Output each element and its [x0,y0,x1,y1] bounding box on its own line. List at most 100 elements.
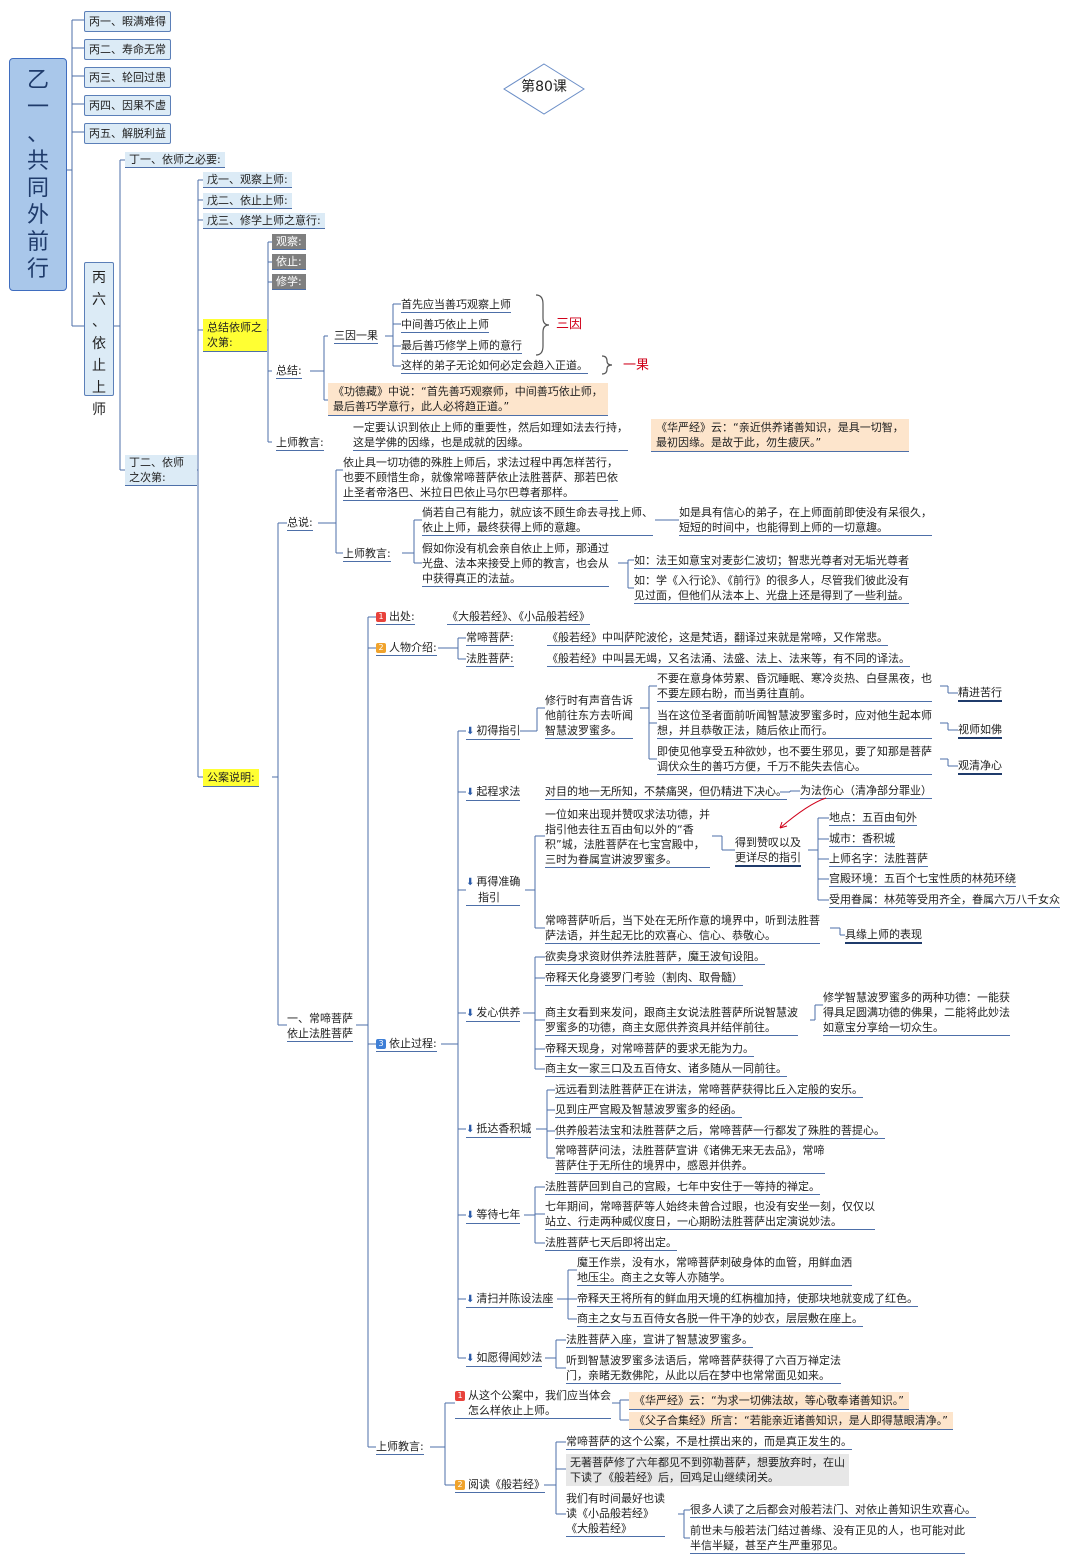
node-step-8[interactable]: ⬇如愿得闻妙法 [466,1350,543,1367]
text-step-7a[interactable]: 魔王作祟，没有水，常啼菩萨刺破身体的血管，用鲜血洒地压尘。商主之女等人亦随学。 [577,1256,852,1286]
text-step-3[interactable]: 一位如来出现并赞叹求法功德，并指引他去往五百由旬以外的“香积”城，法胜菩萨在七宝… [545,808,710,868]
brace-icon [535,294,550,356]
text-summary-jiaoyan[interactable]: 一定要认识到依止上师的重要性，然后如理如法去行持，这是学佛的因缘，也是成就的因缘… [353,421,628,451]
text-step-4e[interactable]: 商主女一家三口及五百侍女、诸多随从一同前往。 [545,1062,787,1077]
node-step-3-guide[interactable]: 得到赞叹以及更详尽的指引 [735,835,801,867]
text-step-3e[interactable]: 常啼菩萨听后，当下处在无所作意的境界中，听到法胜菩萨法语，并生起无比的欢喜心、信… [545,914,820,944]
node-case-changti[interactable]: 一、常啼菩萨依止法胜菩萨 [287,1012,353,1042]
node-step-7[interactable]: ⬇清扫并陈设法座 [466,1291,554,1308]
node-zongjie[interactable]: 总结: [276,364,302,379]
text-step-6b[interactable]: 七年期间，常啼菩萨等人始终未曾合过眼，也没有安坐一刻，仅仅以站立、行走两种威仪度… [545,1200,875,1230]
tag-shishirufo[interactable]: 视师如佛 [958,722,1002,739]
node-step-3[interactable]: ⬇再得准确指引 [466,875,521,906]
root-node-yi-yi[interactable]: 乙一、共同外前行 [9,58,67,291]
node-bing-2[interactable]: 丙二、寿命无常 [84,39,171,60]
text-fasheng[interactable]: 《般若经》中叫昙无竭，又名法涌、法盛、法上、法来等，有不同的译法。 [547,652,910,667]
text-zongshuo[interactable]: 依止具一切功德的殊胜上师后，求法过程中再怎样苦行，也要不顾惜生命，就像常啼菩萨依… [343,456,618,501]
text-step-2[interactable]: 对目的地一无所知，不禁痛哭，但仍精进下决心。 [545,785,787,800]
node-sanyin-3[interactable]: 最后善巧修学上师的意行 [401,339,522,354]
node-wu-2[interactable]: 戊二、依止上师: [203,193,292,209]
node-bing-1[interactable]: 丙一、暇满难得 [84,11,171,32]
detail-retinue[interactable]: 受用眷属：林苑等受用齐全，眷属六万八千女众 [829,893,1060,908]
text-step-4b[interactable]: 帝释天化身婆罗门考验（割肉、取骨髓） [545,971,743,986]
quote-huayanjing[interactable]: 《华严经》云：“亲近供养诸善知识，是具一切智，最初因缘。是故于此，勿生疲厌。” [651,419,909,452]
text-step-7c[interactable]: 商主之女与五百侍女各脱一件干净的妙衣，层层敷在座上。 [577,1312,863,1327]
text-step-4d[interactable]: 帝释天现身，对常啼菩萨的要求无能为力。 [545,1042,754,1057]
node-gongan[interactable]: 公案说明: [203,769,259,787]
node-step-2[interactable]: ⬇起程求法 [466,784,521,801]
tag-juyuan[interactable]: 具缘上师的表现 [845,927,922,944]
text-step-5b[interactable]: 见到庄严宫殿及智慧波罗蜜多的经函。 [555,1103,742,1118]
node-fasheng[interactable]: 法胜菩萨: [466,652,514,667]
tag-jingjin[interactable]: 精进苦行 [958,685,1002,702]
text-step-4c[interactable]: 商主女看到来发问，跟商主女说法胜菩萨所说智慧波罗蜜多的功德，商主女愿供养资具并结… [545,1006,798,1036]
node-yiguo[interactable]: 这样的弟子无论如何必定会趋入正道。 [401,359,588,374]
quote-gongdezang[interactable]: 《功德藏》中说：“首先善巧观察师，中间善巧依止师，最后善巧学意行，此人必将趋正道… [328,383,608,416]
text-changti[interactable]: 《般若经》中叫萨陀波伦，这是梵语，翻译过来就是常啼，又作常悲。 [547,631,888,646]
node-sanyin-2[interactable]: 中间善巧依止上师 [401,318,489,333]
node-gongan-jiaoyan[interactable]: 上师教言: [343,547,391,562]
text-source[interactable]: 《大般若经》、《小品般若经》 [447,610,590,625]
text-teach-2a[interactable]: 常啼菩萨的这个公案，不是杜撰出来的，而是真正发生的。 [566,1435,852,1450]
text-step-8a[interactable]: 法胜菩萨入座，宣讲了智慧波罗蜜多。 [566,1333,753,1348]
node-summary-jiaoyan[interactable]: 上师教言: [276,436,324,451]
text-jiaoyan-1[interactable]: 倘若自己有能力，就应该不顾生命去寻找上师、依止上师，最终获得上师的意趣。 [422,506,653,536]
detail-city[interactable]: 城市：香积城 [829,832,895,847]
node-sanyin-yiguo[interactable]: 三因一果 [334,329,378,344]
text-teach-2b[interactable]: 无著菩萨修了六年都见不到弥勒菩萨，想要放弃时，在山下读了《般若经》后，回鸡足山继… [566,1454,849,1486]
text-jiaoyan-1b[interactable]: 如是具有信心的弟子，在上师面前即使没有呆很久，短短的时间中，也能得到上师的一切意… [679,506,932,536]
note-weifa[interactable]: 为法伤心（清净部分罪业） [800,784,932,799]
node-zongshuo[interactable]: 总说: [287,516,313,531]
text-step-1a[interactable]: 不要在意身体劳累、昏沉睡眠、寒冷炎热、白昼黑夜，也不要左顾右盼，而当勇往直前。 [657,672,932,702]
node-guancha[interactable]: 观察: [272,234,306,250]
node-step-5[interactable]: ⬇抵达香积城 [466,1121,532,1138]
detail-location[interactable]: 地点：五百由旬外 [829,811,917,826]
text-teach-2ca[interactable]: 很多人读了之后都会对般若法门、对依止善知识生欢喜心。 [690,1503,976,1518]
text-step-5c[interactable]: 供养般若法宝和法胜菩萨之后，常啼菩萨一行都发了殊胜的菩提心。 [555,1124,885,1139]
detail-palace[interactable]: 宫殿环境：五百个七宝性质的林苑环绕 [829,872,1016,887]
quote-huayan-2[interactable]: 《华严经》云：“为求一切佛法故，等心敬奉诸善知识。” [629,1392,909,1410]
detail-teacher[interactable]: 上师名字：法胜菩萨 [829,852,928,867]
text-step-7b[interactable]: 帝释天王将所有的鲜血用天境的红栴檀加持，使那块地就变成了红色。 [577,1292,918,1307]
node-yizhi[interactable]: 依止: [272,254,306,270]
text-step-1c[interactable]: 即使见他享受五种欲妙，也不要生邪见，要了知那是菩萨调伏众生的善巧方便，千万不能失… [657,745,932,775]
node-step-1[interactable]: ⬇初得指引 [466,723,521,740]
node-sanyin-1[interactable]: 首先应当善巧观察上师 [401,298,511,313]
node-step-6[interactable]: ⬇等待七年 [466,1207,521,1224]
node-step-4[interactable]: ⬇发心供养 [466,1005,521,1022]
node-bing-5[interactable]: 丙五、解脱利益 [84,123,171,144]
text-step-1b[interactable]: 当在这位圣者面前听闻智慧波罗蜜多时，应对他生起本师想，并且恭敬正法，随后依止而行… [657,709,932,739]
node-bing-6[interactable]: 丙六、依止上师 [84,262,114,418]
node-xiuxue[interactable]: 修学: [272,274,306,290]
node-wu-1[interactable]: 戊一、观察上师: [203,172,292,188]
text-teach-2cb[interactable]: 前世未与般若法门结过善缘、没有正见的人，也可能对此半信半疑，甚至产生严重邪见。 [690,1524,965,1554]
text-step-5d[interactable]: 常啼菩萨问法，法胜菩萨宣讲《诸佛无来无去品》，常啼菩萨住于无所住的境界中，感恩并… [555,1144,825,1174]
text-jiaoyan-2a[interactable]: 如：法王如意宝对麦彭仁波切；智悲光尊者对无垢光尊者 [634,554,909,569]
text-step-4a[interactable]: 欲卖身求资财供养法胜菩萨，魔王波旬设阻。 [545,950,765,965]
node-bing-3[interactable]: 丙三、轮回过患 [84,67,171,88]
text-step-8b[interactable]: 听到智慧波罗蜜多法语后，常啼菩萨获得了六百万禅定法门，亲睹无数佛陀，从此以后在梦… [566,1354,841,1384]
brace-small-icon [601,355,613,375]
text-teach-2c[interactable]: 我们有时间最好也读读《小品般若经》《大般若经》 [566,1492,665,1537]
node-wu-3[interactable]: 戊三、修学上师之意行: [203,213,325,229]
text-step-6c[interactable]: 法胜菩萨七天后即将出定。 [545,1236,677,1251]
text-jiaoyan-2[interactable]: 假如你没有机会亲自依止上师，那通过光盘、法本来接受上师的教言，也会从中获得真正的… [422,542,609,587]
quote-fuzi[interactable]: 《父子合集经》所言：“若能亲近诸善知识，是人即得慧眼清净。” [629,1412,953,1430]
node-ding-1[interactable]: 丁一、依师之必要: [125,152,225,168]
node-teach[interactable]: 上师教言: [376,1440,424,1455]
node-changti[interactable]: 常啼菩萨: [466,631,514,646]
note-step-4c[interactable]: 修学智慧波罗蜜多的两种功德：一能获得具足圆满功德的佛果，二能将此妙法如意宝分享给… [823,991,1010,1036]
node-summary[interactable]: 总结依师之次第: [203,319,267,352]
text-jiaoyan-2b[interactable]: 如：学《入行论》、《前行》的很多人，尽管我们彼此没有见过面，但他们从法本上、光盘… [634,574,909,604]
text-step-6a[interactable]: 法胜菩萨回到自己的宫殿，七年中安住于一等持的禅定。 [545,1180,820,1195]
text-step-1[interactable]: 修行时有声音告诉他前往东方去听闻智慧波罗蜜多。 [545,694,633,739]
node-ding-2[interactable]: 丁二、依师之次第: [125,455,197,486]
tag-guanqingjing[interactable]: 观清净心 [958,758,1002,775]
node-bing-4[interactable]: 丙四、因果不虚 [84,95,171,116]
text-step-5a[interactable]: 远远看到法胜菩萨正在讲法，常啼菩萨获得比丘入定般的安乐。 [555,1083,863,1098]
